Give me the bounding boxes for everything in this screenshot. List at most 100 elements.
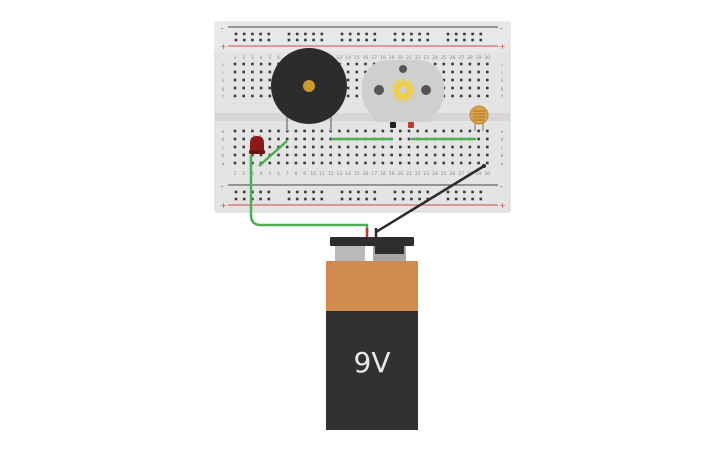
breadboard-hole[interactable] (364, 145, 367, 149)
breadboard-hole[interactable] (312, 197, 315, 201)
breadboard-hole[interactable] (304, 190, 307, 194)
breadboard-hole[interactable] (259, 94, 263, 98)
breadboard-hole[interactable] (468, 62, 472, 66)
breadboard-hole[interactable] (486, 78, 489, 82)
breadboard-hole[interactable] (381, 153, 385, 157)
breadboard-hole[interactable] (304, 197, 307, 201)
breadboard-hole[interactable] (251, 153, 254, 157)
breadboard-hole[interactable] (442, 129, 446, 133)
breadboard-hole[interactable] (285, 145, 289, 149)
breadboard-hole[interactable] (364, 70, 367, 74)
breadboard-hole[interactable] (477, 137, 480, 141)
breadboard-hole[interactable] (242, 190, 246, 194)
breadboard-hole[interactable] (426, 190, 430, 194)
breadboard-hole[interactable] (268, 129, 272, 133)
breadboard-hole[interactable] (295, 197, 299, 201)
breadboard-hole[interactable] (294, 161, 298, 165)
breadboard-hole[interactable] (451, 94, 454, 98)
breadboard-hole[interactable] (294, 145, 298, 149)
breadboard-hole[interactable] (346, 78, 350, 82)
breadboard-hole[interactable] (259, 32, 262, 36)
breadboard-hole[interactable] (442, 145, 446, 149)
breadboard-hole[interactable] (277, 137, 280, 141)
breadboard-hole[interactable] (346, 129, 350, 133)
breadboard-hole[interactable] (233, 145, 237, 149)
breadboard-hole[interactable] (242, 129, 245, 133)
breadboard-hole[interactable] (268, 161, 272, 165)
breadboard-hole[interactable] (433, 161, 437, 165)
breadboard-hole[interactable] (285, 161, 289, 165)
breadboard-hole[interactable] (304, 32, 307, 36)
breadboard-hole[interactable] (340, 190, 344, 194)
breadboard-hole[interactable] (425, 153, 428, 157)
breadboard-hole[interactable] (294, 129, 298, 133)
breadboard-hole[interactable] (251, 70, 254, 74)
red-led[interactable] (249, 135, 265, 154)
breadboard-hole[interactable] (346, 70, 350, 74)
breadboard-hole[interactable] (418, 190, 421, 194)
breadboard-hole[interactable] (399, 153, 402, 157)
breadboard-hole[interactable] (442, 78, 446, 82)
breadboard-hole[interactable] (477, 145, 480, 149)
breadboard-hole[interactable] (407, 129, 411, 133)
breadboard-hole[interactable] (233, 153, 237, 157)
breadboard-hole[interactable] (242, 38, 246, 42)
breadboard-hole[interactable] (251, 94, 254, 98)
breadboard-hole[interactable] (486, 129, 489, 133)
breadboard-hole[interactable] (346, 145, 350, 149)
breadboard-hole[interactable] (312, 32, 315, 36)
breadboard-hole[interactable] (312, 161, 315, 165)
breadboard-hole[interactable] (468, 70, 472, 74)
breadboard-hole[interactable] (468, 145, 472, 149)
breadboard-hole[interactable] (259, 190, 262, 194)
breadboard-hole[interactable] (365, 38, 368, 42)
breadboard-hole[interactable] (355, 94, 359, 98)
breadboard-hole[interactable] (463, 32, 466, 36)
breadboard-hole[interactable] (477, 70, 480, 74)
breadboard-hole[interactable] (451, 78, 454, 82)
breadboard-hole[interactable] (348, 190, 352, 194)
breadboard-hole[interactable] (401, 190, 405, 194)
breadboard-hole[interactable] (463, 190, 466, 194)
breadboard-hole[interactable] (399, 129, 402, 133)
breadboard-hole[interactable] (433, 153, 437, 157)
breadboard-hole[interactable] (372, 153, 376, 157)
breadboard-hole[interactable] (287, 32, 291, 36)
breadboard-hole[interactable] (390, 153, 393, 157)
breadboard-hole[interactable] (399, 161, 402, 165)
breadboard-hole[interactable] (259, 129, 263, 133)
breadboard-hole[interactable] (410, 38, 413, 42)
breadboard-hole[interactable] (251, 32, 254, 36)
breadboard-hole[interactable] (407, 137, 411, 141)
breadboard-hole[interactable] (372, 129, 376, 133)
breadboard-hole[interactable] (338, 153, 341, 157)
breadboard-hole[interactable] (477, 161, 480, 165)
breadboard-hole[interactable] (477, 94, 480, 98)
breadboard-hole[interactable] (320, 197, 324, 201)
breadboard-hole[interactable] (390, 145, 393, 149)
breadboard-hole[interactable] (233, 161, 237, 165)
breadboard-hole[interactable] (355, 161, 359, 165)
breadboard-hole[interactable] (329, 137, 332, 141)
breadboard-hole[interactable] (425, 145, 428, 149)
breadboard-hole[interactable] (346, 153, 350, 157)
breadboard-hole[interactable] (486, 137, 489, 141)
green-wire-led-to-battery[interactable] (249, 155, 369, 232)
breadboard-hole[interactable] (393, 197, 397, 201)
breadboard-hole[interactable] (486, 70, 489, 74)
breadboard-hole[interactable] (372, 145, 376, 149)
breadboard-hole[interactable] (277, 161, 280, 165)
breadboard-hole[interactable] (393, 38, 397, 42)
breadboard-hole[interactable] (268, 145, 272, 149)
breadboard-hole[interactable] (346, 62, 350, 66)
breadboard-hole[interactable] (320, 153, 324, 157)
breadboard-hole[interactable] (233, 78, 237, 82)
breadboard-hole[interactable] (479, 197, 483, 201)
breadboard-hole[interactable] (442, 62, 446, 66)
breadboard-hole[interactable] (451, 161, 454, 165)
breadboard-hole[interactable] (285, 153, 289, 157)
breadboard-hole[interactable] (373, 38, 377, 42)
breadboard-hole[interactable] (312, 137, 315, 141)
breadboard-hole[interactable] (468, 94, 472, 98)
breadboard-hole[interactable] (357, 197, 360, 201)
